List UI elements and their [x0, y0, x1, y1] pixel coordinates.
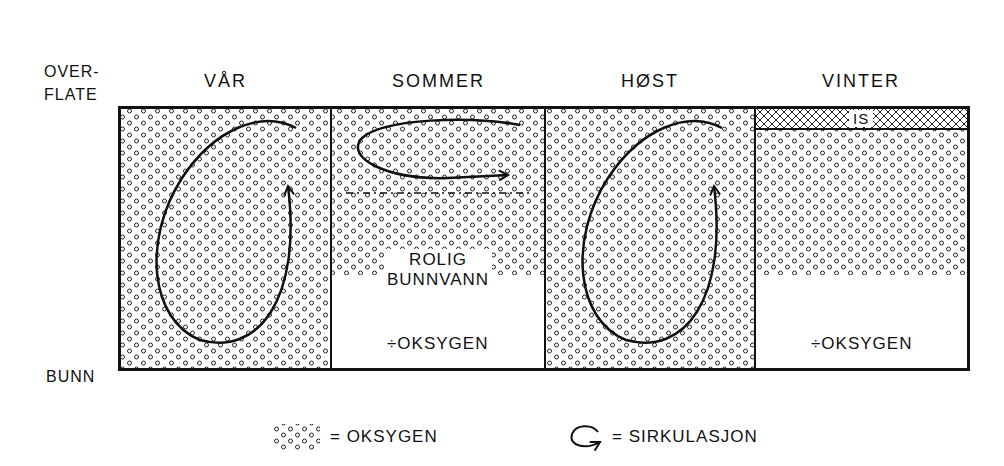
season-heading: VINTER	[822, 71, 900, 92]
oxygen-note: ÷OKSYGEN	[808, 333, 915, 355]
surface-label: OVER- FLATE	[44, 60, 100, 106]
circulation-loop	[583, 121, 722, 343]
circulation-sample	[571, 426, 600, 446]
legend-text: = OKSYGEN	[330, 425, 438, 449]
season-heading: SOMMER	[392, 71, 485, 92]
water-label: ROLIG BUNNVANN	[384, 249, 492, 290]
oxygen-region	[756, 129, 968, 275]
oxygen-sample	[274, 424, 320, 450]
oxygen-region	[546, 108, 755, 369]
circulation-loop	[358, 120, 520, 178]
lake-frame	[119, 107, 969, 370]
bottom-label: BUNN	[46, 366, 95, 388]
ice-hatch	[756, 108, 968, 128]
ice-band: IS	[756, 109, 967, 130]
season-heading: VÅR	[204, 71, 247, 92]
season-panel: SOMMERROLIG BUNNVANN÷OKSYGEN	[330, 107, 546, 370]
legend-text: = SIRKULASJON	[612, 425, 758, 449]
oxygen-region	[120, 108, 331, 369]
season-panel: VÅR	[119, 107, 332, 370]
season-heading: HØST	[621, 71, 679, 92]
season-panel: HØST	[544, 107, 756, 370]
thermocline-line	[346, 192, 532, 194]
season-panel: VINTER÷OKSYGENIS	[754, 107, 969, 370]
circulation-loop	[157, 121, 296, 343]
oxygen-note: ÷OKSYGEN	[384, 333, 491, 355]
ice-label: IS	[849, 110, 873, 127]
